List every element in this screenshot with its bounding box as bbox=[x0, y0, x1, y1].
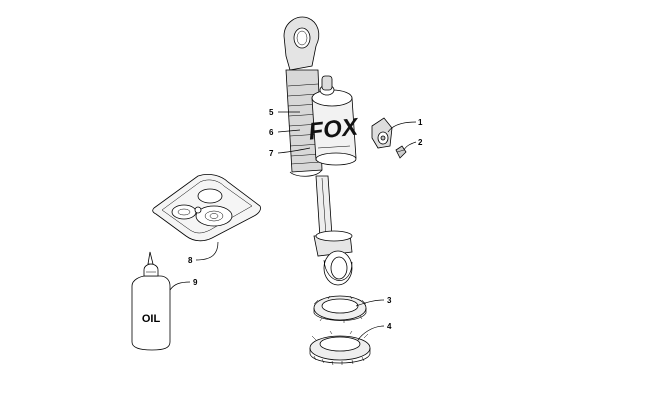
oil-label-text: OIL bbox=[142, 313, 161, 325]
leader-2 bbox=[403, 141, 417, 151]
leader-6 bbox=[277, 129, 301, 133]
callout-4: 4 bbox=[387, 322, 392, 331]
shock-top-eyelet bbox=[283, 16, 320, 75]
callout-7: 7 bbox=[269, 149, 274, 158]
callout-6: 6 bbox=[269, 128, 274, 137]
callout-2: 2 bbox=[418, 138, 423, 147]
part-1-adjuster-knob bbox=[371, 117, 393, 149]
leader-1 bbox=[387, 121, 417, 133]
fox-logo-text: FOX bbox=[307, 113, 361, 145]
part-2-screw bbox=[395, 145, 407, 159]
callout-3: 3 bbox=[387, 296, 392, 305]
shock-bottom-eyelet bbox=[313, 230, 353, 286]
part-9-oil-bottle: OIL bbox=[131, 251, 171, 351]
leader-8 bbox=[195, 241, 219, 261]
leader-3 bbox=[355, 299, 385, 307]
callout-8: 8 bbox=[188, 256, 193, 265]
callout-5: 5 bbox=[269, 108, 274, 117]
leader-9 bbox=[169, 281, 191, 291]
leader-7 bbox=[277, 147, 311, 154]
leader-4 bbox=[357, 325, 385, 341]
part-4-spring-nut bbox=[309, 330, 371, 366]
part-8-seal-kit bbox=[152, 174, 261, 242]
leader-lines bbox=[169, 111, 417, 341]
callout-1: 1 bbox=[418, 118, 423, 127]
shock-reservoir: FOX bbox=[307, 75, 361, 166]
part-3-lock-ring bbox=[313, 295, 367, 323]
callout-labels: 1 2 3 4 5 6 7 8 9 bbox=[188, 108, 423, 331]
callout-9: 9 bbox=[193, 278, 198, 287]
shock-absorber-assembly: FOX bbox=[283, 16, 361, 286]
shock-shaft bbox=[315, 175, 333, 239]
